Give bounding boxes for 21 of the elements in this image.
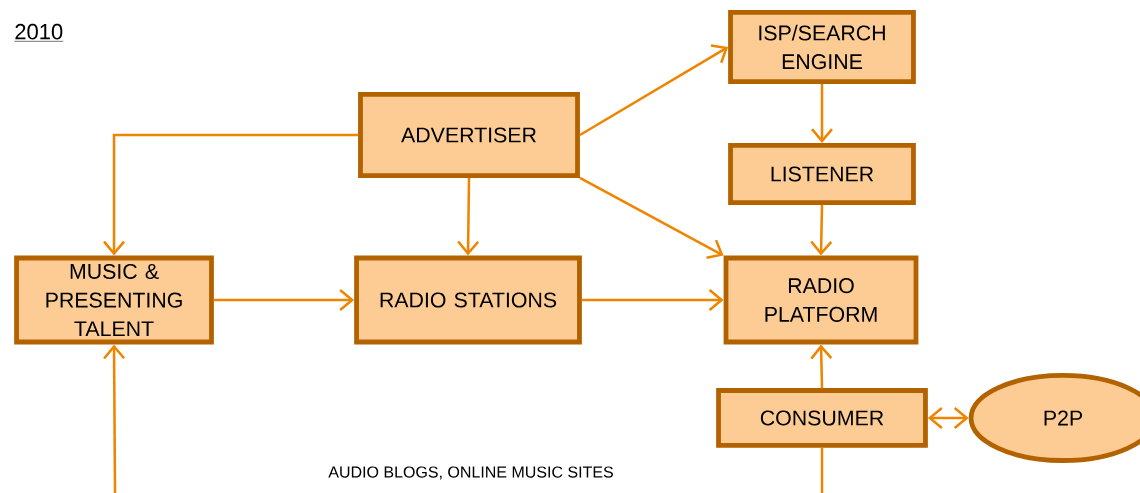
- process-box: LISTENER: [728, 143, 916, 205]
- arrow: [103, 133, 359, 256]
- arrow: [581, 289, 724, 311]
- arrow: [927, 407, 969, 429]
- arrow: [811, 83, 833, 144]
- title: 2010: [14, 23, 64, 42]
- process-box: CONSUMER: [716, 388, 928, 448]
- arrow: [103, 344, 126, 493]
- process-box: RADIO PLATFORM: [723, 255, 919, 345]
- label: AUDIO BLOGS, ONLINE MUSIC SITES: [328, 466, 613, 480]
- arrow: [579, 176, 724, 259]
- arrow: [213, 289, 355, 311]
- arrow: [457, 177, 480, 256]
- arrow: [810, 204, 833, 256]
- process-box: MUSIC & PRESENTING TALENT: [14, 255, 214, 345]
- arrow: [810, 344, 833, 389]
- process-box: RADIO STATIONS: [354, 255, 582, 345]
- arrow: [579, 44, 729, 137]
- process-box: ISP/SEARCH ENGINE: [728, 10, 916, 84]
- process-box: ADVERTISER: [358, 92, 580, 178]
- ellipse-node: P2P: [968, 373, 1140, 463]
